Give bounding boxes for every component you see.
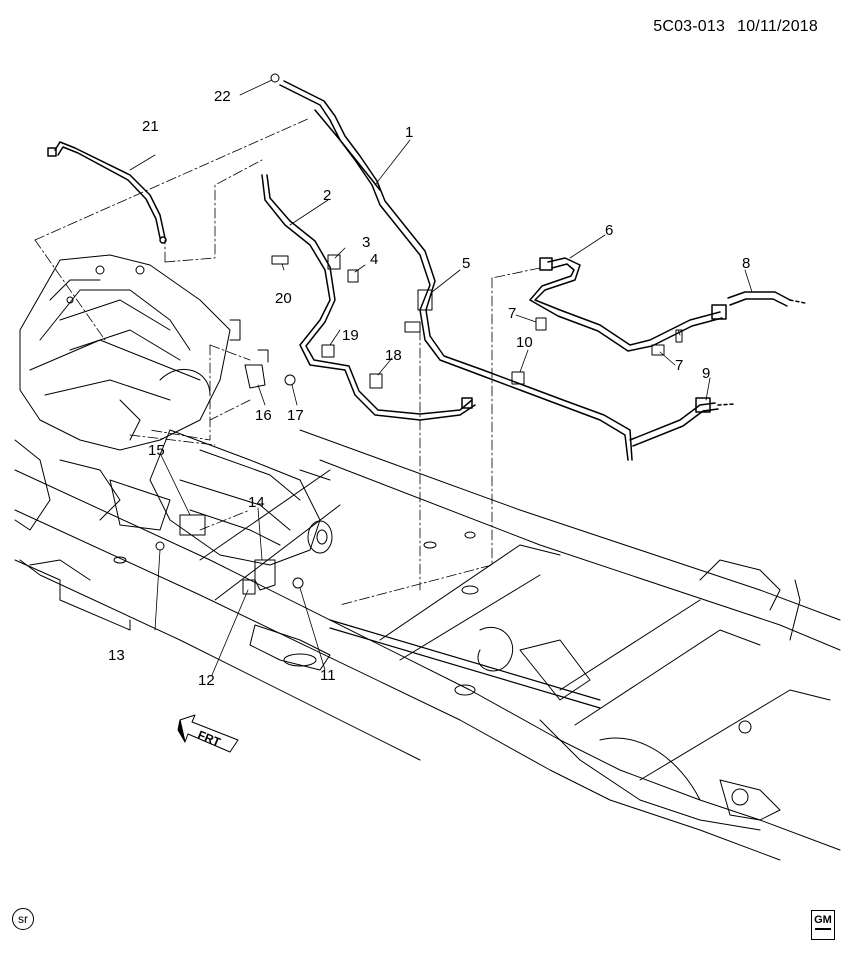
callout-4: 4 [370, 251, 378, 268]
callout-18: 18 [385, 347, 402, 364]
brake-pipe-21 [47, 141, 167, 244]
callout-19: 19 [342, 327, 359, 344]
brake-hose-8 [727, 291, 806, 307]
callout-10: 10 [516, 334, 533, 351]
small-parts [155, 73, 683, 595]
callout-20: 20 [275, 290, 292, 307]
callout-9: 9 [702, 365, 710, 382]
brake-pipe-1 [279, 80, 633, 461]
brake-pipe-6 [529, 257, 727, 352]
callout-6: 6 [605, 222, 613, 239]
callout-15: 15 [148, 442, 165, 459]
gm-logo-text: GM [814, 914, 832, 926]
callout-16: 16 [255, 407, 272, 424]
sr-badge: sr [12, 908, 34, 930]
callout-labels: 1 2 3 4 5 6 7 7 8 9 10 11 12 13 14 15 16… [108, 88, 750, 750]
callout-21: 21 [142, 118, 159, 135]
engine-block [14, 254, 241, 531]
callout-1: 1 [405, 124, 413, 141]
callout-22: 22 [214, 88, 231, 105]
callout-17: 17 [287, 407, 304, 424]
callout-8: 8 [742, 255, 750, 272]
transmission [109, 429, 333, 566]
callout-12: 12 [198, 672, 215, 689]
diagram-code: 5C03-013 [653, 18, 726, 35]
diagram-header: 5C03-013 10/11/2018 [653, 18, 818, 36]
brake-hose-9 [629, 397, 736, 447]
leader-lines [129, 79, 753, 676]
callout-5: 5 [462, 255, 470, 272]
callout-2: 2 [323, 187, 331, 204]
callout-14: 14 [248, 494, 265, 511]
diagram-date: 10/11/2018 [737, 18, 818, 35]
callout-3: 3 [362, 234, 370, 251]
front-direction-arrow [177, 714, 239, 753]
brake-pipe-2 [261, 174, 476, 421]
chassis-frame [14, 429, 841, 861]
connector-lines [34, 117, 541, 606]
callout-7b: 7 [675, 357, 683, 374]
callout-11: 11 [320, 667, 336, 684]
gm-logo-underline [815, 928, 831, 930]
gm-logo: GM [811, 910, 835, 940]
callout-13: 13 [108, 647, 125, 664]
callout-7a: 7 [508, 305, 516, 322]
